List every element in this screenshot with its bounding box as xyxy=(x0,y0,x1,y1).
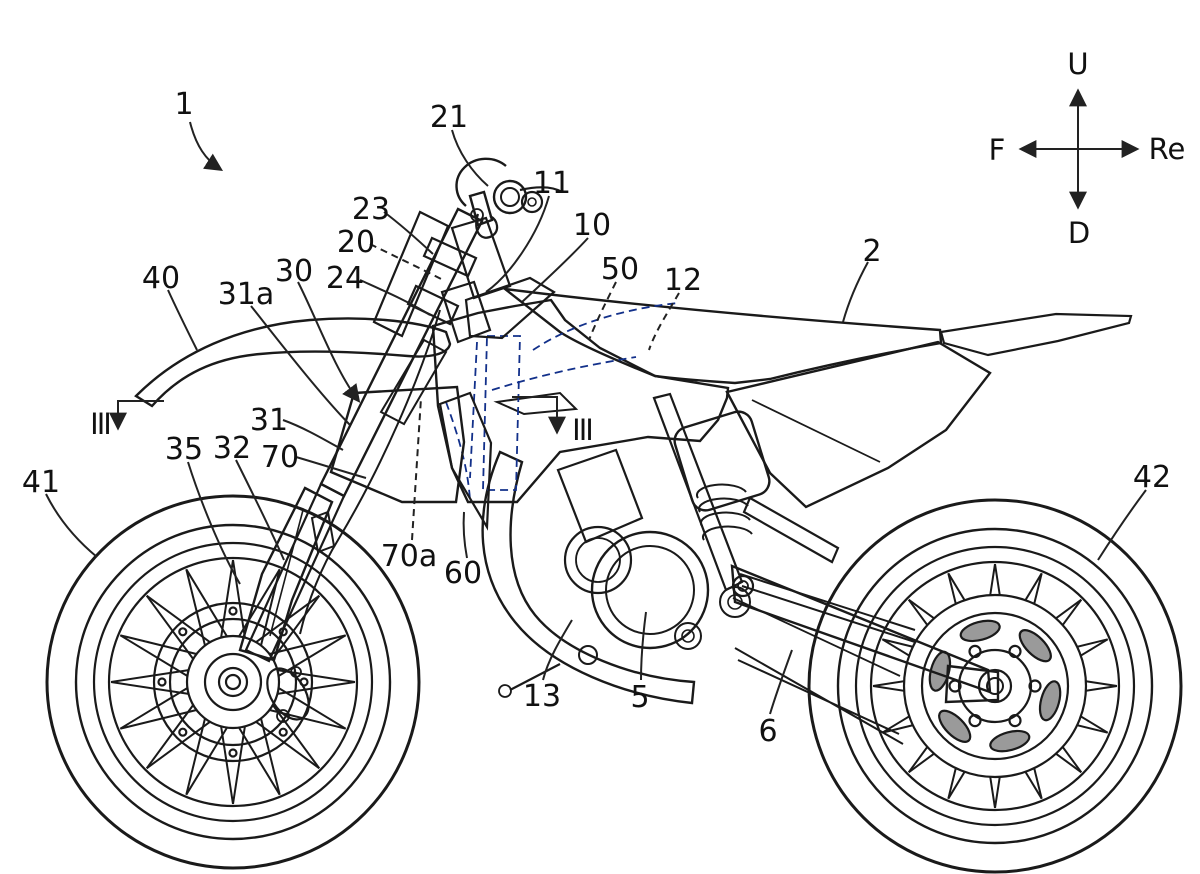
ref-label-40: 40 xyxy=(142,261,180,296)
front-wheel xyxy=(45,494,421,870)
grip-end xyxy=(520,190,544,214)
reference-labels: 1 2 5 6 10 11 12 13 20 21 23 24 30 31 31… xyxy=(22,87,1171,749)
ref-label-31a: 31a xyxy=(218,277,275,312)
coil-spring xyxy=(695,483,753,541)
cylinder xyxy=(556,448,644,544)
section-marker-left: III xyxy=(90,400,164,441)
ref-label-41: 41 xyxy=(22,465,60,500)
ref-label-70: 70 xyxy=(261,440,299,475)
cable-loop xyxy=(475,213,499,239)
front-number-plate xyxy=(464,276,556,340)
fork-guard-lower xyxy=(238,309,441,662)
fork-guard-upper xyxy=(372,210,450,338)
ref-label-13: 13 xyxy=(523,679,561,714)
fender-lower-lip xyxy=(379,338,448,426)
rear-fender xyxy=(939,312,1133,357)
direction-compass: U D F Re xyxy=(989,47,1186,250)
ref-label-21: 21 xyxy=(430,100,468,135)
rear-side-panel xyxy=(725,340,992,509)
section-label: III xyxy=(572,413,592,447)
compass-up: U xyxy=(1067,47,1088,81)
handlebar xyxy=(455,157,563,239)
ref-label-10: 10 xyxy=(573,208,611,243)
front-fender xyxy=(134,317,452,426)
air-duct xyxy=(438,391,493,531)
ref-label-50: 50 xyxy=(601,252,639,287)
ref-label-2: 2 xyxy=(862,234,881,269)
ref-label-6: 6 xyxy=(758,714,777,749)
ref-label-5: 5 xyxy=(630,680,649,715)
swingarm xyxy=(730,564,1033,745)
section-marker-mid: III xyxy=(512,396,594,447)
foot-peg xyxy=(578,645,598,665)
ref-label-23: 23 xyxy=(352,192,390,227)
seat xyxy=(500,287,943,385)
red-panel xyxy=(329,385,466,504)
front-brake-caliper xyxy=(266,666,310,723)
lower-triple-clamp xyxy=(406,284,460,326)
ref-label-24: 24 xyxy=(326,261,364,296)
ref-label-11: 11 xyxy=(533,166,571,201)
ref-label-32: 32 xyxy=(213,431,251,466)
ref-label-20: 20 xyxy=(337,225,375,260)
fork-tube xyxy=(319,207,484,498)
brake-hose xyxy=(299,309,441,635)
compass-down: D xyxy=(1068,216,1090,250)
drive-chain xyxy=(734,573,916,745)
ref-label-12: 12 xyxy=(664,263,702,298)
engine xyxy=(481,448,751,705)
ref-label-35: 35 xyxy=(165,432,203,467)
exhaust-pipe xyxy=(481,450,696,705)
ref-label-60: 60 xyxy=(444,556,482,591)
leader-lines xyxy=(45,121,1147,715)
ref-label-30: 30 xyxy=(275,254,313,289)
section-label: III xyxy=(90,407,110,441)
front-fork xyxy=(244,207,484,663)
compass-front: F xyxy=(989,133,1006,167)
rear-wheel xyxy=(807,498,1183,874)
ref-label-1: 1 xyxy=(174,87,193,122)
ref-label-70a: 70a xyxy=(381,539,438,574)
ref-label-42: 42 xyxy=(1133,460,1171,495)
brake-lever xyxy=(519,186,563,193)
ref-label-31: 31 xyxy=(250,403,288,438)
brake-pedal xyxy=(509,663,561,691)
compass-rear: Re xyxy=(1149,132,1186,166)
rear-suspension xyxy=(652,392,840,592)
upper-triple-clamp xyxy=(422,236,478,278)
